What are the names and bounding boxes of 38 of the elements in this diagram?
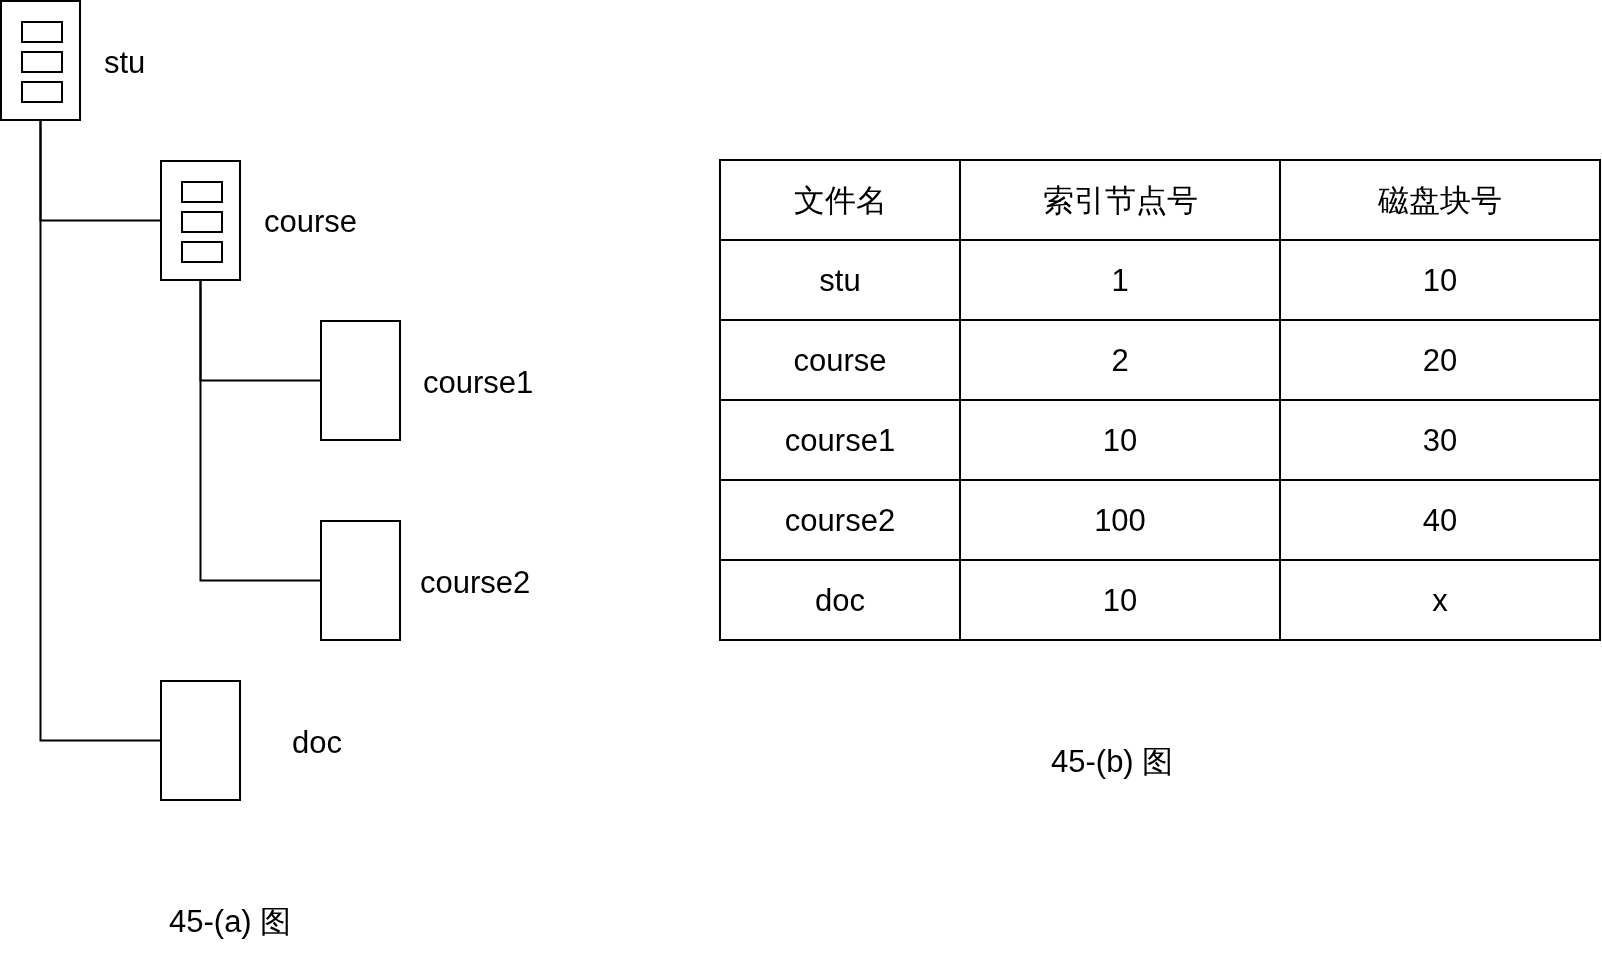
table-cell: 10: [960, 560, 1280, 640]
file-name-label: course: [264, 205, 358, 237]
table-cell: 40: [1280, 480, 1600, 560]
table-cell: 20: [1280, 320, 1600, 400]
table-cell: 10: [1280, 240, 1600, 320]
tree-node-box: [160, 160, 241, 281]
table-cell: course1: [720, 400, 960, 480]
entry-slot: [181, 181, 223, 203]
table-header-cell: 索引节点号: [960, 160, 1280, 240]
table-cell: 1: [960, 240, 1280, 320]
entry-slot: [21, 51, 63, 73]
entry-slot: [181, 241, 223, 263]
table-cell: stu: [720, 240, 960, 320]
tree-node-box: [320, 520, 401, 641]
file-name-label: course2: [420, 566, 531, 598]
tree-node-box: [0, 0, 81, 121]
tree-node-box: [160, 680, 241, 801]
file-name-label: course1: [423, 366, 534, 398]
table-cell: x: [1280, 560, 1600, 640]
file-name-label: stu: [104, 46, 146, 78]
table-cell: 2: [960, 320, 1280, 400]
table-cell: doc: [720, 560, 960, 640]
tree-node-box: [320, 320, 401, 441]
figure-caption: 45-(a) 图: [169, 906, 292, 937]
entry-slot: [181, 211, 223, 233]
table-cell: course2: [720, 480, 960, 560]
tree-connector-line: [199, 280, 321, 582]
table-cell: 10: [960, 400, 1280, 480]
entry-slot: [21, 21, 63, 43]
table-header-cell: 文件名: [720, 160, 960, 240]
table-cell: 30: [1280, 400, 1600, 480]
table-cell: course: [720, 320, 960, 400]
file-name-label: doc: [292, 726, 342, 758]
figure-caption: 45-(b) 图: [1051, 746, 1174, 777]
table-header-cell: 磁盘块号: [1280, 160, 1600, 240]
table-cell: 100: [960, 480, 1280, 560]
tree-connector-line: [39, 120, 161, 742]
entry-slot: [21, 81, 63, 103]
